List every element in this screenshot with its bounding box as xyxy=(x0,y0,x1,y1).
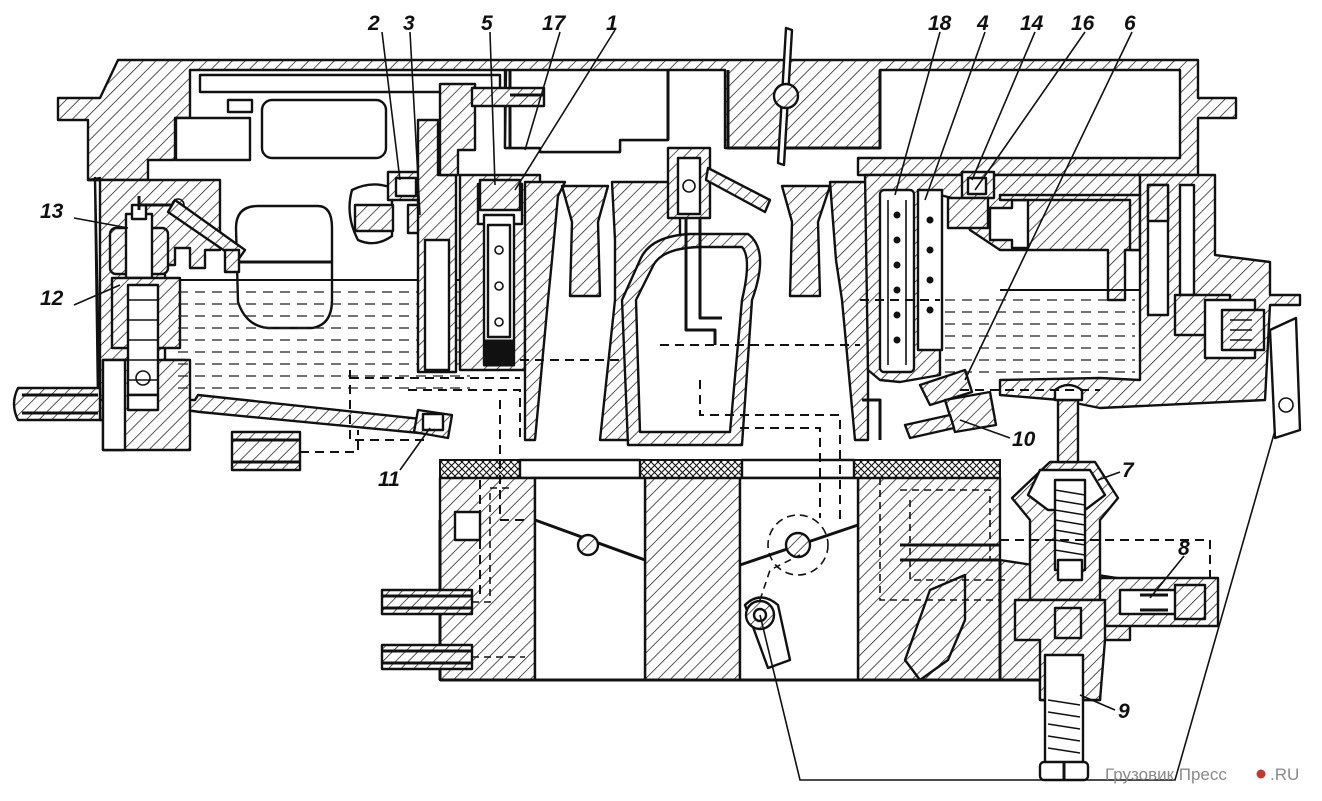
leader-5 xyxy=(489,31,496,186)
watermark-dot xyxy=(1256,769,1266,779)
leader-18 xyxy=(894,31,941,196)
leader-6 xyxy=(964,31,1133,381)
leader-3 xyxy=(409,31,421,216)
callout-1: 1 xyxy=(606,12,618,35)
callout-11: 11 xyxy=(378,468,400,491)
throttle-body xyxy=(380,476,1132,702)
leader-1 xyxy=(514,29,616,191)
idle-mixture-screw xyxy=(1013,598,1107,782)
idle-fuel-jet-11 xyxy=(412,408,454,440)
callout-12: 12 xyxy=(40,287,64,310)
leader-7 xyxy=(1097,471,1121,481)
accelerator-pump-valve-area xyxy=(348,82,546,374)
callout-8: 8 xyxy=(1178,537,1190,560)
callout-7: 7 xyxy=(1122,459,1135,482)
callout-18: 18 xyxy=(928,12,952,35)
vacuum-fitting-left xyxy=(230,430,359,472)
callout-6: 6 xyxy=(1124,12,1136,35)
callout-4: 4 xyxy=(976,12,989,35)
economizer-valve xyxy=(1010,383,1127,602)
main-emulsion-tube-left xyxy=(458,173,542,372)
leader-14 xyxy=(971,31,1036,181)
air-horn-cover xyxy=(56,58,1238,182)
leader-12 xyxy=(73,284,121,306)
power-valve-fitting xyxy=(1098,576,1220,628)
watermark: Грузовик Пресс .RU xyxy=(1105,765,1299,784)
gasket-bore-left xyxy=(518,458,642,480)
leader-10 xyxy=(959,419,1011,439)
leader-11 xyxy=(399,427,431,471)
fuel-passages xyxy=(349,299,1211,600)
leader-16 xyxy=(974,31,1086,191)
callout-10: 10 xyxy=(1012,428,1036,451)
float xyxy=(166,198,334,330)
callout-2: 2 xyxy=(367,12,380,35)
callout-13: 13 xyxy=(40,200,64,223)
accelerator-pump-linkage xyxy=(759,316,1302,781)
leader-8 xyxy=(1149,555,1185,599)
callout-layer: 1 2 3 4 5 6 7 8 9 10 11 12 13 14 16 17 1… xyxy=(40,12,1190,723)
venturi-body xyxy=(523,146,870,447)
watermark-text: Грузовик Пресс xyxy=(1105,765,1227,784)
leader-13 xyxy=(73,217,129,229)
callout-9: 9 xyxy=(1118,700,1130,723)
callout-3: 3 xyxy=(403,12,415,35)
leader-17 xyxy=(524,31,561,151)
callout-17: 17 xyxy=(542,12,567,35)
idle-jet-assembly xyxy=(862,368,998,440)
callout-16: 16 xyxy=(1071,12,1095,35)
gasket-bore-right xyxy=(740,458,856,480)
callout-14: 14 xyxy=(1020,12,1044,35)
leader-2 xyxy=(381,31,401,181)
choke-valve xyxy=(772,26,800,167)
needle-valve-assembly xyxy=(108,196,185,412)
leader-4 xyxy=(924,31,986,201)
callout-5: 5 xyxy=(481,12,493,35)
leader-9 xyxy=(1079,694,1116,711)
watermark-suffix: .RU xyxy=(1270,765,1299,784)
